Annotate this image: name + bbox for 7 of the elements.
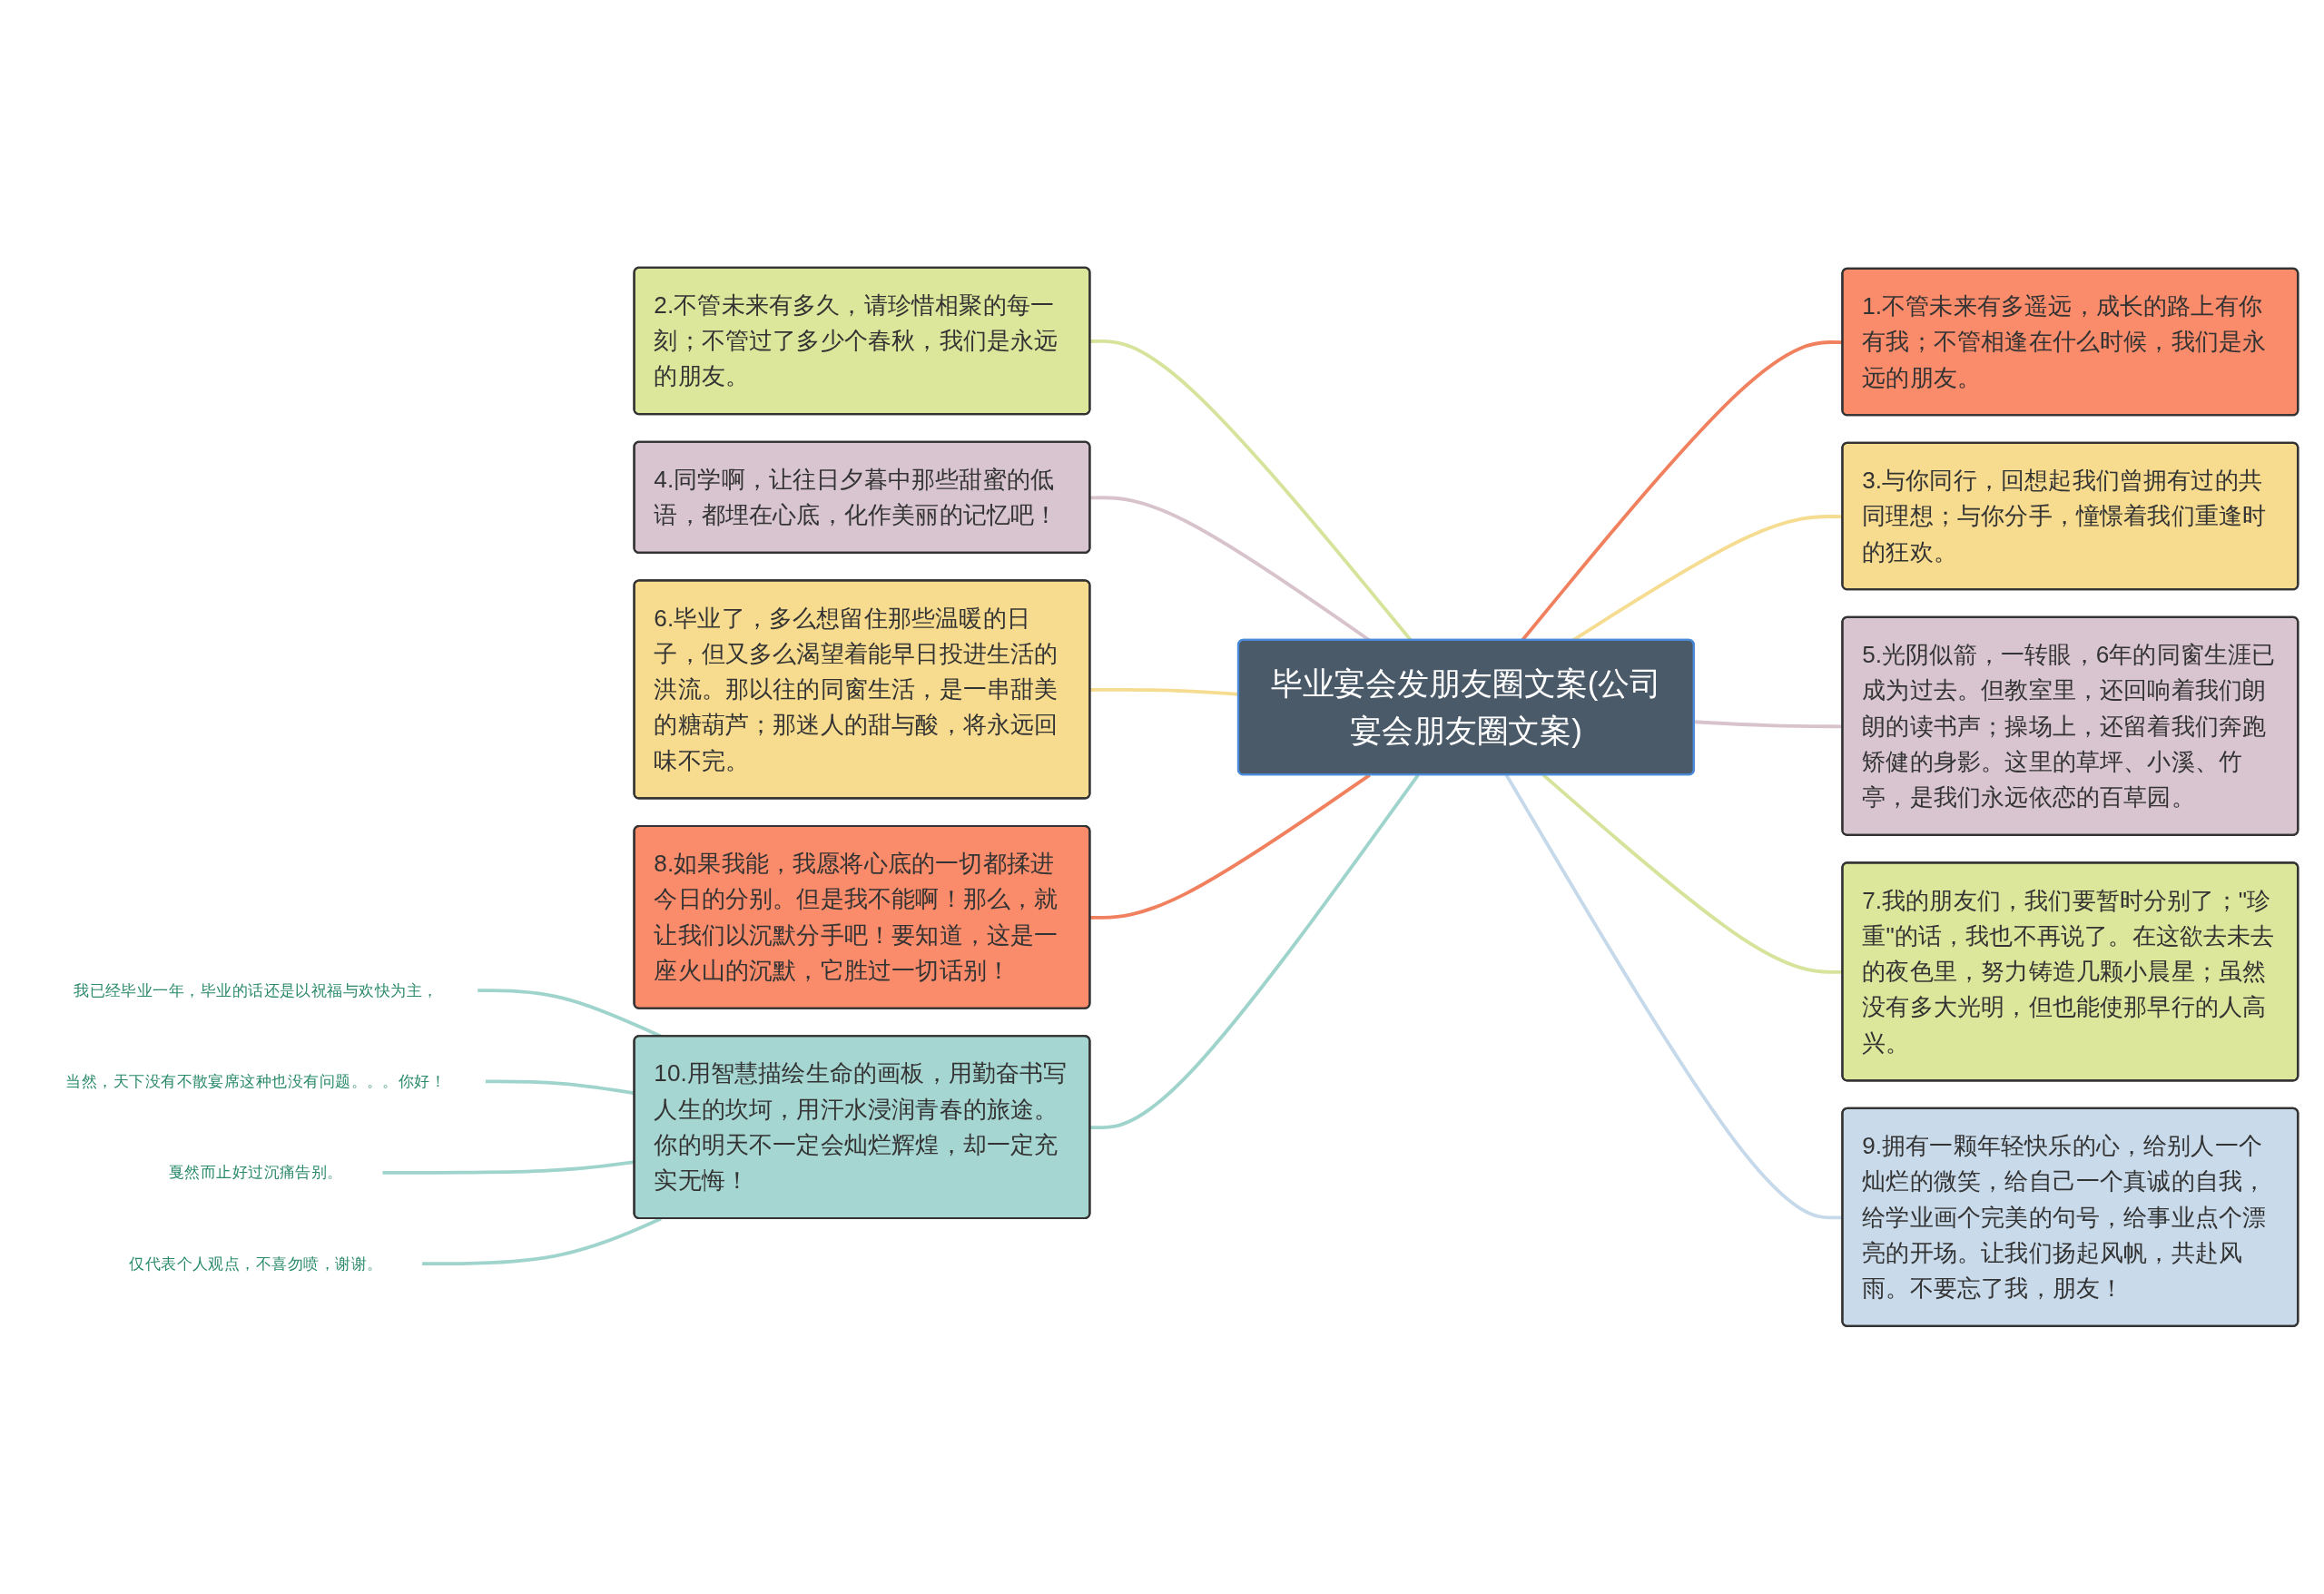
connector [1089, 688, 1239, 696]
connector [1504, 774, 1843, 1220]
connector [1694, 720, 1843, 729]
node-text: 我已经毕业一年，毕业的话还是以祝福与欢快为主， [74, 981, 438, 999]
node-text: 仅代表个人观点，不喜勿喷，谢谢。 [129, 1255, 383, 1273]
node-text: 当然，天下没有不散宴席这种也没有问题。。。你好！ [65, 1072, 447, 1090]
node-text: 戛然而止好过沉痛告别。 [168, 1164, 343, 1181]
